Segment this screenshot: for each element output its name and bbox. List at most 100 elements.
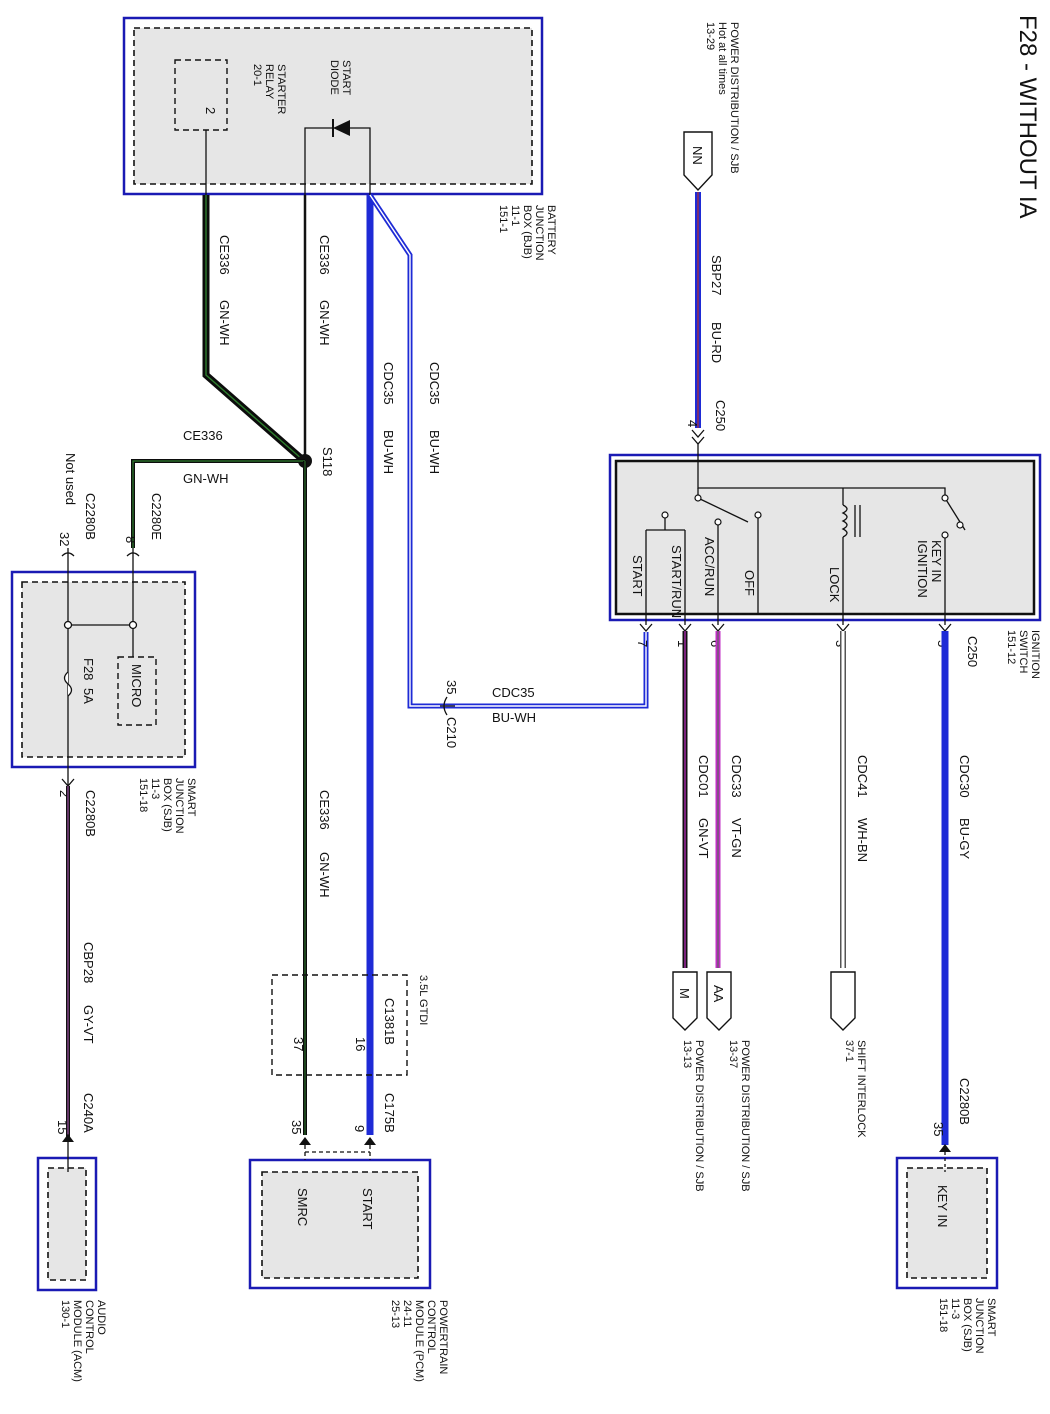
svg-text:15: 15 <box>55 1120 70 1134</box>
svg-text:Not used: Not used <box>63 453 78 505</box>
svg-text:C210: C210 <box>444 717 459 748</box>
svg-text:START/RUN: START/RUN <box>669 545 684 618</box>
svg-text:9: 9 <box>352 1125 367 1132</box>
svg-text:151-18: 151-18 <box>937 1298 949 1332</box>
wire-ce336-to-sjb: CE336 GN-WH <box>131 428 305 548</box>
connector-c210: 35 C210 <box>440 680 459 748</box>
svg-text:GN-WH: GN-WH <box>317 300 332 346</box>
battery-junction-box: BATTERY JUNCTION BOX (BJB) 11-1 151-1 <box>122 16 557 261</box>
svg-text:IGNITION: IGNITION <box>915 540 930 598</box>
wire-ce336-relay: CE336 GN-WH <box>202 195 306 463</box>
svg-text:S118: S118 <box>320 447 335 476</box>
splice-s118: S118 <box>298 447 335 476</box>
svg-text:CDC41: CDC41 <box>855 755 870 798</box>
svg-text:CDC35: CDC35 <box>427 362 442 405</box>
svg-text:SWITCH: SWITCH <box>1017 630 1029 673</box>
svg-text:11-1: 11-1 <box>509 205 521 226</box>
svg-text:Hot at all times: Hot at all times <box>716 22 728 95</box>
powertrain-control-module: START SMRC POWERTRAIN CONTROL MODULE (PC… <box>248 1145 449 1382</box>
svg-text:KEY IN: KEY IN <box>929 540 944 582</box>
svg-text:CDC35: CDC35 <box>381 362 396 405</box>
wire-ce336-pcm: CE336 GN-WH <box>303 461 332 1135</box>
svg-text:AA: AA <box>711 985 726 1003</box>
svg-text:SMART: SMART <box>185 778 197 817</box>
svg-text:GN-WH: GN-WH <box>217 300 232 346</box>
ignition-switch: KEY IN IGNITION LOCK OFF ACC/RUN START/R… <box>608 444 1042 679</box>
svg-text:BU-GY: BU-GY <box>957 818 972 860</box>
svg-text:CE336: CE336 <box>217 235 232 275</box>
svg-text:F28: F28 <box>81 658 96 680</box>
svg-text:13-13: 13-13 <box>681 1040 693 1068</box>
svg-text:POWERTRAIN: POWERTRAIN <box>437 1300 449 1374</box>
connector-c2280b-top: C2280B Not used 32 <box>57 453 98 557</box>
svg-text:MODULE (PCM): MODULE (PCM) <box>413 1300 425 1382</box>
svg-text:GY-VT: GY-VT <box>81 1005 96 1044</box>
svg-text:BU-RD: BU-RD <box>709 322 724 363</box>
svg-text:BOX (BJB): BOX (BJB) <box>521 205 533 259</box>
svg-text:CBP28: CBP28 <box>81 942 96 983</box>
svg-text:ACC/RUN: ACC/RUN <box>702 537 717 596</box>
svg-text:37: 37 <box>291 1037 306 1051</box>
svg-text:35: 35 <box>444 680 459 694</box>
svg-text:START: START <box>360 1188 375 1229</box>
svg-text:35: 35 <box>289 1120 304 1134</box>
svg-text:C1381B: C1381B <box>382 998 397 1045</box>
svg-text:C250: C250 <box>713 400 728 431</box>
svg-text:AUDIO: AUDIO <box>95 1300 107 1335</box>
wire-cdc30: CDC30 BU-GY <box>941 631 972 1145</box>
wire-ce336-diode: CE336 GN-WH <box>303 195 332 460</box>
svg-text:BOX (SJB): BOX (SJB) <box>161 778 173 832</box>
svg-text:CONTROL: CONTROL <box>83 1300 95 1354</box>
svg-text:2: 2 <box>57 790 72 797</box>
wire-sbp27: SBP27 BU-RD <box>695 192 724 428</box>
svg-text:C2280B: C2280B <box>83 493 98 540</box>
svg-text:11-3: 11-3 <box>149 778 161 799</box>
svg-text:BU-WH: BU-WH <box>427 430 442 474</box>
svg-text:DIODE: DIODE <box>328 60 340 95</box>
connector-c250-top: C250 4 <box>685 400 728 445</box>
svg-text:STARTER: STARTER <box>275 64 287 114</box>
svg-text:RELAY: RELAY <box>263 64 275 100</box>
tag-m: M POWER DISTRIBUTION / SJB 13-13 <box>672 971 705 1192</box>
svg-text:CE336: CE336 <box>317 235 332 275</box>
wire-cdc35-ignition: CDC35 BU-WH CDC35 BU-WH <box>367 193 649 725</box>
svg-text:CONTROL: CONTROL <box>425 1300 437 1354</box>
svg-text:CDC33: CDC33 <box>729 755 744 798</box>
svg-text:START: START <box>630 555 645 596</box>
svg-text:M: M <box>677 988 692 999</box>
svg-text:KEY IN: KEY IN <box>935 1185 950 1227</box>
svg-text:25-13: 25-13 <box>389 1300 401 1328</box>
svg-text:16: 16 <box>353 1037 368 1051</box>
svg-text:CE336: CE336 <box>317 790 332 830</box>
wire-cdc35-pcm: CDC35 BU-WH <box>366 195 396 1135</box>
svg-text:CE336: CE336 <box>183 428 223 443</box>
svg-text:8: 8 <box>123 536 138 543</box>
svg-text:START: START <box>340 60 352 95</box>
svg-text:37-1: 37-1 <box>843 1040 855 1062</box>
svg-text:JUNCTION: JUNCTION <box>973 1298 985 1354</box>
svg-text:C2280B: C2280B <box>83 790 98 837</box>
start-diode: START DIODE <box>205 60 371 195</box>
svg-text:JUNCTION: JUNCTION <box>173 778 185 834</box>
svg-text:SHIFT INTERLOCK: SHIFT INTERLOCK <box>855 1040 867 1138</box>
svg-text:GN-WH: GN-WH <box>183 471 229 486</box>
starter-relay: 2 STARTER RELAY 20-1 <box>174 59 287 131</box>
svg-text:BATTERY: BATTERY <box>545 205 557 255</box>
svg-text:IGNITION: IGNITION <box>1029 630 1041 679</box>
svg-text:C2280E: C2280E <box>149 493 164 540</box>
wire-cdc41: CDC41 WH-BN <box>840 631 870 968</box>
svg-text:BOX (SJB): BOX (SJB) <box>961 1298 973 1352</box>
svg-text:11-3: 11-3 <box>949 1298 961 1319</box>
svg-text:VT-GN: VT-GN <box>729 818 744 858</box>
svg-text:130-1: 130-1 <box>59 1300 71 1328</box>
gtdi-connector-block: 3.5L GTDI C1381B 16 37 <box>271 974 429 1076</box>
svg-text:GN-VT: GN-VT <box>696 818 711 859</box>
svg-text:4: 4 <box>685 420 700 427</box>
wire-cdc01: CDC01 GN-VT <box>682 631 711 968</box>
svg-text:20-1: 20-1 <box>251 64 263 86</box>
svg-text:JUNCTION: JUNCTION <box>533 205 545 261</box>
diagram-title: F28 - WITHOUT IA <box>1014 15 1041 219</box>
svg-text:3.5L GTDI: 3.5L GTDI <box>417 975 429 1025</box>
svg-text:BU-WH: BU-WH <box>492 710 536 725</box>
